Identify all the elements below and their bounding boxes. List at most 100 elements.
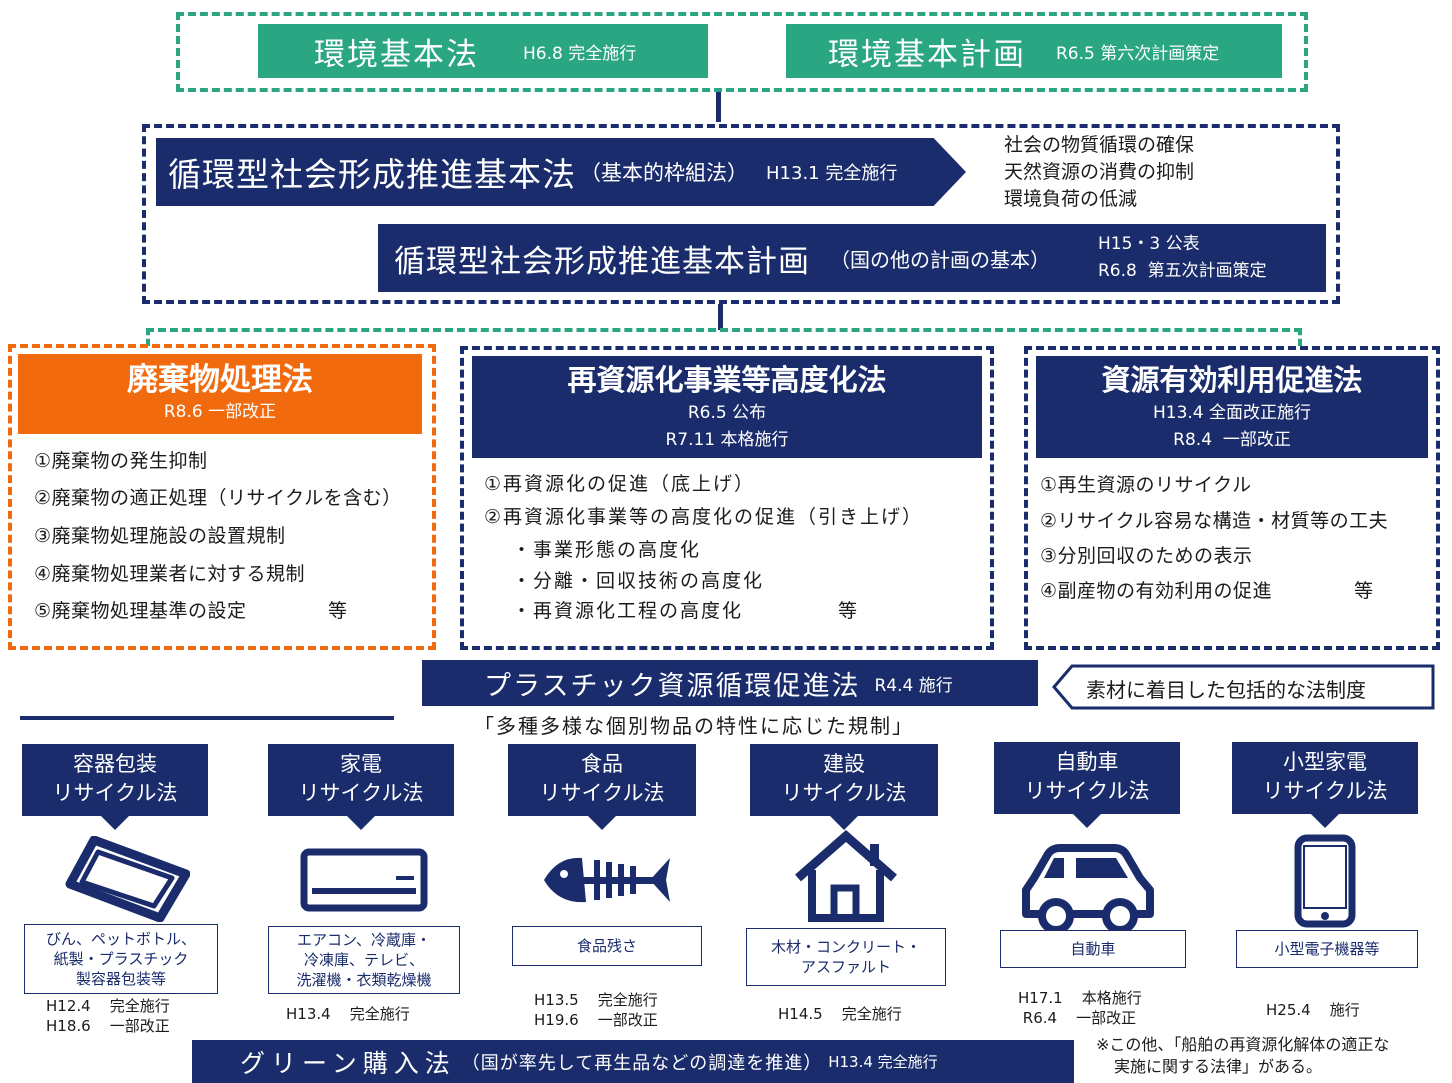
- recycling-advancement-law-etc: 等: [838, 600, 858, 622]
- law-line2: リサイクル法: [1024, 779, 1150, 803]
- recycling-advancement-law-item: ・分離・回収技術の高度化: [512, 570, 765, 592]
- item-label: エアコン、冷蔵庫・ 冷凍庫、テレビ、 洗濯機・衣類乾燥機: [268, 926, 460, 994]
- junkan-law-note: H13.1 完全施行: [766, 163, 898, 184]
- law-line1: 建設: [823, 752, 865, 776]
- basic-environment-law-name: 環境基本法: [314, 36, 479, 73]
- air-conditioner-icon: [300, 848, 428, 912]
- basic-environment-plan-note: R6.5 第六次計画策定: [1056, 43, 1220, 64]
- law-dates: H14.5 完全施行: [778, 1005, 902, 1023]
- recycling-advancement-law-item: ①再資源化の促進（底上げ）: [484, 473, 756, 495]
- footnote-line: ※この他、「船舶の再資源化解体の適正な: [1096, 1035, 1390, 1054]
- goal-item: 環境負荷の低減: [1004, 188, 1138, 210]
- resource-utilization-law-item: ④副産物の有効利用の促進: [1040, 580, 1273, 602]
- recycling-advancement-law-sub: R7.11 本格施行: [665, 430, 789, 450]
- junkan-law-name: 循環型社会形成推進基本法: [168, 155, 576, 194]
- resource-utilization-law-item: ①再生資源のリサイクル: [1040, 474, 1252, 496]
- green-purchasing-law-paren: （国が率先して再生品などの調達を推進）: [461, 1052, 823, 1074]
- waste-law-title: 廃棄物処理法: [127, 362, 313, 398]
- resource-utilization-law-item: ③分別回収のための表示: [1040, 545, 1253, 567]
- junkan-law-box: 循環型社会形成推進基本法 （基本的枠組法） H13.1 完全施行: [156, 138, 966, 206]
- waste-law-item: ④廃棄物処理業者に対する規制: [34, 563, 306, 585]
- connector-line: [146, 328, 1302, 332]
- recycling-advancement-law-header: 再資源化事業等高度化法 R6.5 公布 R7.11 本格施行: [472, 356, 982, 458]
- waste-law-item: ⑤廃棄物処理基準の設定: [34, 600, 247, 622]
- arrow-down-icon: [588, 816, 616, 830]
- law-line2: リサイクル法: [781, 781, 907, 805]
- waste-law-etc: 等: [328, 600, 348, 622]
- connector-line: [716, 92, 721, 122]
- item-label: 小型電子機器等: [1236, 930, 1418, 968]
- law-line1: 家電: [340, 752, 382, 776]
- arrow-down-icon: [1311, 814, 1339, 828]
- law-dates: H17.1 本格施行 R6.4 一部改正: [1018, 989, 1142, 1027]
- item-label: 自動車: [1000, 930, 1186, 968]
- waste-law-item: ②廃棄物の適正処理（リサイクルを含む）: [34, 487, 402, 509]
- junkan-law-paren: （基本的枠組法）: [580, 161, 748, 185]
- footnote: ※この他、「船舶の再資源化解体の適正な 実施に関する法律」がある。: [1096, 1034, 1389, 1078]
- recycling-advancement-law-item: ・事業形態の高度化: [512, 539, 702, 561]
- waste-law-header: 廃棄物処理法 R8.6 一部改正: [18, 354, 422, 434]
- footnote-line: 実施に関する法律」がある。: [1114, 1057, 1323, 1076]
- basic-environment-plan-name: 環境基本計画: [828, 36, 1026, 73]
- resource-utilization-law-title: 資源有効利用促進法: [1101, 363, 1363, 397]
- basic-environment-law-box: 環境基本法 H6.8 完全施行: [258, 24, 708, 78]
- plastic-callout-shape: [1052, 664, 1435, 710]
- appliance-recycling-law: 家電 リサイクル法: [268, 744, 454, 816]
- recycling-advancement-law-sub: R6.5 公布: [687, 403, 767, 423]
- green-purchasing-law-box: グリーン購入法 （国が率先して再生品などの調達を推進） H13.4 完全施行: [192, 1040, 1074, 1083]
- tray-icon: [65, 836, 190, 922]
- item-label: びん、ペットボトル、 紙製・プラスチック 製容器包装等: [24, 924, 218, 994]
- fish-bone-icon: [544, 857, 670, 903]
- arrow-down-icon: [830, 816, 858, 830]
- item-label: 食品残さ: [512, 926, 702, 966]
- law-line2: リサイクル法: [539, 781, 665, 805]
- junkan-plan-name: 循環型社会形成推進基本計画: [394, 243, 810, 280]
- goal-item: 社会の物質循環の確保: [1004, 134, 1195, 156]
- junkan-plan-notes: H15・3 公表 R6.8 第五次計画策定: [1098, 231, 1267, 285]
- top-frame: [176, 12, 1308, 92]
- plan-note: H15・3 公表: [1098, 234, 1200, 254]
- law-dates: H25.4 施行: [1266, 1001, 1360, 1019]
- junkan-frame: [142, 124, 1340, 304]
- plastic-law-box: プラスチック資源循環促進法 R4.4 施行: [422, 660, 1038, 706]
- law-dates: H12.4 完全施行 H18.6 一部改正: [46, 997, 170, 1035]
- food-recycling-law: 食品 リサイクル法: [508, 744, 696, 816]
- goal-item: 天然資源の消費の抑制: [1004, 161, 1195, 183]
- arrow-down-icon: [347, 816, 375, 830]
- junkan-goals: 社会の物質循環の確保 天然資源の消費の抑制 環境負荷の低減: [1004, 132, 1304, 213]
- junkan-plan-box: 循環型社会形成推進基本計画 （国の他の計画の基本） H15・3 公表 R6.8 …: [378, 224, 1326, 292]
- resource-utilization-law-sub: R8.4 一部改正: [1173, 430, 1291, 450]
- recycling-advancement-law-item: ・再資源化工程の高度化: [512, 600, 744, 622]
- car-icon: [1022, 844, 1154, 934]
- small-appliance-recycling-law: 小型家電 リサイクル法: [1232, 742, 1418, 814]
- arrow-down-icon: [1073, 814, 1101, 828]
- law-line2: リサイクル法: [298, 781, 424, 805]
- plastic-law-note: R4.4 施行: [874, 675, 953, 696]
- recycling-advancement-law-item: ②再資源化事業等の高度化の促進（引き上げ）: [484, 506, 924, 528]
- green-purchasing-law-name: グリーン購入法: [240, 1048, 456, 1078]
- automobile-recycling-law: 自動車 リサイクル法: [994, 742, 1180, 814]
- item-label: 木材・コンクリート・ アスファルト: [746, 928, 946, 986]
- junkan-plan-paren: （国の他の計画の基本）: [830, 247, 1050, 272]
- basic-environment-law-note: H6.8 完全施行: [523, 43, 637, 64]
- resource-utilization-law-item: ②リサイクル容易な構造・材質等の工夫: [1040, 510, 1389, 532]
- law-line1: 食品: [581, 752, 623, 776]
- waste-law-item: ①廃棄物の発生抑制: [34, 450, 208, 472]
- resource-utilization-law-header: 資源有効利用促進法 H13.4 全面改正施行 R8.4 一部改正: [1036, 356, 1428, 458]
- basic-environment-plan-box: 環境基本計画 R6.5 第六次計画策定: [786, 24, 1282, 78]
- house-icon: [795, 830, 897, 922]
- waste-law-sub: R8.6 一部改正: [163, 402, 277, 422]
- resource-utilization-law-sub: H13.4 全面改正施行: [1152, 403, 1312, 423]
- connector-line: [1298, 328, 1302, 346]
- law-dates: H13.5 完全施行 H19.6 一部改正: [534, 991, 658, 1029]
- waste-law-item: ③廃棄物処理施設の設置規制: [34, 525, 286, 547]
- resource-utilization-law-etc: 等: [1354, 580, 1374, 602]
- law-line1: 自動車: [1055, 750, 1119, 774]
- individual-regulation-heading: 「多種多様な個別物品の特性に応じた規制」: [474, 714, 914, 738]
- recycling-advancement-law-title: 再資源化事業等高度化法: [567, 363, 887, 397]
- law-line2: リサイクル法: [52, 781, 178, 805]
- waste-law-frame: [8, 344, 436, 650]
- arrow-down-icon: [101, 816, 129, 830]
- law-line1: 小型家電: [1283, 750, 1367, 774]
- construction-recycling-law: 建設 リサイクル法: [750, 744, 938, 816]
